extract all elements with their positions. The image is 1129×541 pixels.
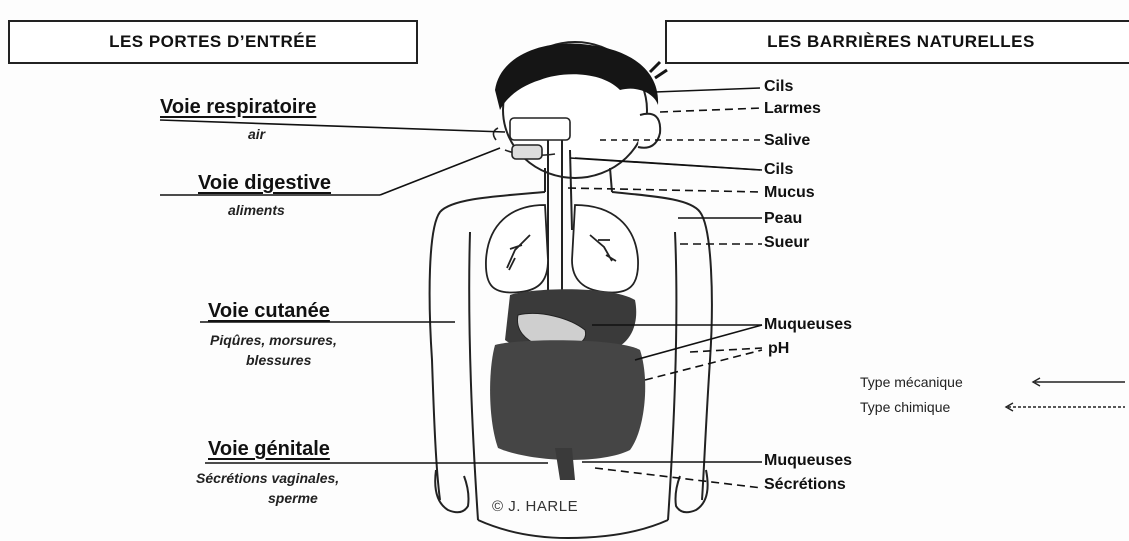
header-natural-barriers: LES BARRIÈRES NATURELLES <box>665 20 1129 64</box>
entry-cutaneous-subtitle-line1: Piqûres, morsures, <box>210 332 337 349</box>
entry-respiratory-title: Voie respiratoire <box>160 96 316 119</box>
legend-mechanical: Type mécanique <box>860 374 963 390</box>
entry-digestive-subtitle: aliments <box>228 202 285 219</box>
barrier-ph: pH <box>768 340 789 358</box>
digestive-organs <box>490 289 645 480</box>
legend-arrows <box>1006 378 1125 411</box>
barrier-cils-eyes: Cils <box>764 78 793 96</box>
entry-cutaneous-subtitle-line2: blessures <box>246 352 311 369</box>
barrier-mucus: Mucus <box>764 184 815 202</box>
barrier-salive: Salive <box>764 132 810 150</box>
barrier-muqueuses-digestive: Muqueuses <box>764 316 852 334</box>
barrier-sueur: Sueur <box>764 234 809 252</box>
legend-chemical: Type chimique <box>860 399 950 415</box>
barrier-peau: Peau <box>764 210 802 228</box>
entry-cutaneous-title: Voie cutanée <box>208 300 330 323</box>
barrier-larmes: Larmes <box>764 100 821 118</box>
barrier-secretions: Sécrétions <box>764 476 846 494</box>
entry-respiratory-subtitle: air <box>248 126 265 143</box>
barrier-muqueuses-genital: Muqueuses <box>764 452 852 470</box>
header-entry-points: LES PORTES D’ENTRÉE <box>8 20 418 64</box>
entry-genital-title: Voie génitale <box>208 438 330 461</box>
entry-digestive-title: Voie digestive <box>198 172 331 195</box>
entry-genital-subtitle-line1: Sécrétions vaginales, <box>196 470 339 487</box>
barrier-cils-airway: Cils <box>764 161 793 179</box>
copyright-credit: © J. HARLE <box>492 498 578 515</box>
entry-genital-subtitle-line2: sperme <box>268 490 318 507</box>
